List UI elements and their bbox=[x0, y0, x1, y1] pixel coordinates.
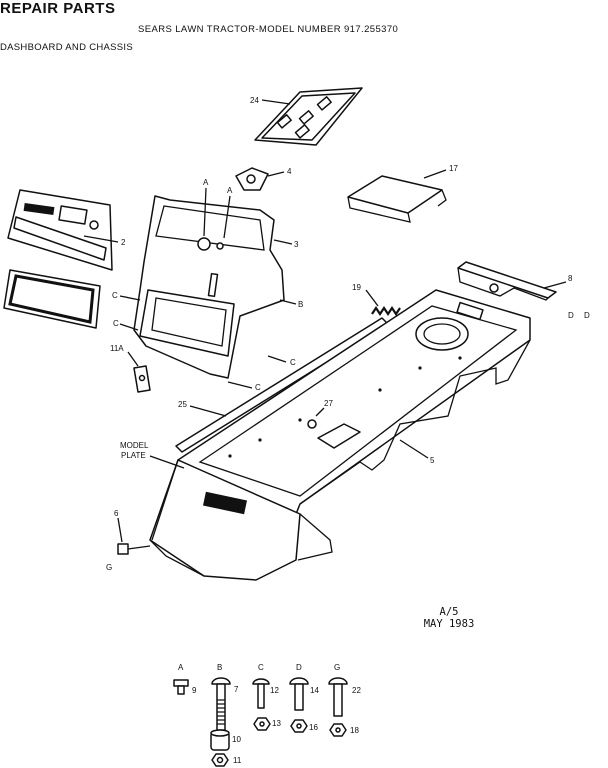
hardware-number-22: 22 bbox=[352, 686, 361, 695]
hardware-ref-d-2: D bbox=[584, 311, 590, 320]
callout-4: 4 bbox=[287, 167, 292, 176]
callout-27: 27 bbox=[324, 399, 333, 408]
part-2-instrument-panel[interactable] bbox=[7, 189, 119, 271]
hardware-letter-c: C bbox=[258, 663, 264, 672]
part-4-plate[interactable] bbox=[235, 167, 285, 191]
callout-8: 8 bbox=[568, 274, 573, 283]
model-plate-label-1: MODEL bbox=[120, 441, 149, 450]
part-11a-clip[interactable] bbox=[127, 351, 151, 393]
hardware-number-14: 14 bbox=[310, 686, 319, 695]
callout-2: 2 bbox=[121, 238, 126, 247]
hardware-number-10: 10 bbox=[232, 735, 241, 744]
spacer-icon[interactable] bbox=[210, 729, 230, 751]
part-8-rear-bracket[interactable] bbox=[457, 261, 567, 301]
page-title: REPAIR PARTS bbox=[0, 0, 116, 17]
callout-6: 6 bbox=[114, 509, 119, 518]
part-front-frame-nose[interactable] bbox=[149, 455, 333, 581]
part-3-dashboard[interactable] bbox=[133, 195, 293, 379]
hardware-ref-b: B bbox=[298, 300, 303, 309]
hardware-number-18: 18 bbox=[350, 726, 359, 735]
section-heading: DASHBOARD AND CHASSIS bbox=[0, 42, 133, 53]
hardware-ref-c-4: C bbox=[255, 383, 261, 392]
hardware-ref-c-3: C bbox=[290, 358, 296, 367]
model-plate-label-2: PLATE bbox=[121, 451, 146, 460]
hardware-number-16: 16 bbox=[309, 723, 318, 732]
callout-19: 19 bbox=[352, 283, 361, 292]
part-19-spring[interactable] bbox=[365, 289, 401, 316]
hardware-letter-b: B bbox=[217, 663, 222, 672]
hardware-ref-a-2: A bbox=[227, 186, 233, 195]
callout-5: 5 bbox=[430, 456, 435, 465]
hardware-number-12: 12 bbox=[270, 686, 279, 695]
hardware-number-13: 13 bbox=[272, 719, 281, 728]
bolt-b-icon[interactable] bbox=[211, 677, 231, 731]
model-number-subtitle: SEARS LAWN TRACTOR-MODEL NUMBER 917.2553… bbox=[138, 24, 399, 35]
hardware-ref-d-1: D bbox=[568, 311, 574, 320]
part-17-bracket[interactable] bbox=[347, 169, 447, 223]
hardware-ref-c-1: C bbox=[112, 291, 118, 300]
callout-25: 25 bbox=[178, 400, 187, 409]
hardware-ref-c-2: C bbox=[113, 319, 119, 328]
callout-17: 17 bbox=[449, 164, 458, 173]
hardware-number-11: 11 bbox=[233, 756, 242, 765]
hardware-letter-d: D bbox=[296, 663, 302, 672]
part-24-cover[interactable] bbox=[254, 87, 363, 146]
hardware-ref-a-1: A bbox=[203, 178, 209, 187]
part-27-bolt[interactable] bbox=[307, 407, 325, 429]
bolt-c-icon[interactable] bbox=[252, 678, 270, 709]
callout-3: 3 bbox=[294, 240, 299, 249]
hardware-letter-g: G bbox=[334, 663, 340, 672]
hardware-number-9: 9 bbox=[192, 686, 197, 695]
hardware-ref-g: G bbox=[106, 563, 112, 572]
revision-date: MAY 1983 bbox=[423, 618, 475, 630]
nut-d-icon[interactable] bbox=[290, 719, 308, 733]
nut-g-icon[interactable] bbox=[329, 723, 347, 737]
bolt-d-icon[interactable] bbox=[289, 677, 309, 711]
callout-24: 24 bbox=[250, 96, 259, 105]
nut-c-icon[interactable] bbox=[253, 717, 271, 731]
part-gasket-frame[interactable] bbox=[3, 269, 101, 329]
revision-code: A/5 bbox=[439, 606, 459, 618]
hardware-letter-a: A bbox=[178, 663, 184, 672]
revision-stamp: A/5 MAY 1983 bbox=[414, 606, 484, 630]
part-6-bolt[interactable] bbox=[117, 517, 151, 555]
callout-11a: 11A bbox=[110, 344, 124, 353]
nut-b-icon[interactable] bbox=[211, 753, 229, 767]
bolt-a-icon[interactable] bbox=[173, 679, 189, 695]
hardware-number-7: 7 bbox=[234, 685, 239, 694]
hardware-legend: A 9 B 7 10 11 C 12 bbox=[173, 663, 361, 767]
bolt-g-icon[interactable] bbox=[328, 677, 348, 717]
